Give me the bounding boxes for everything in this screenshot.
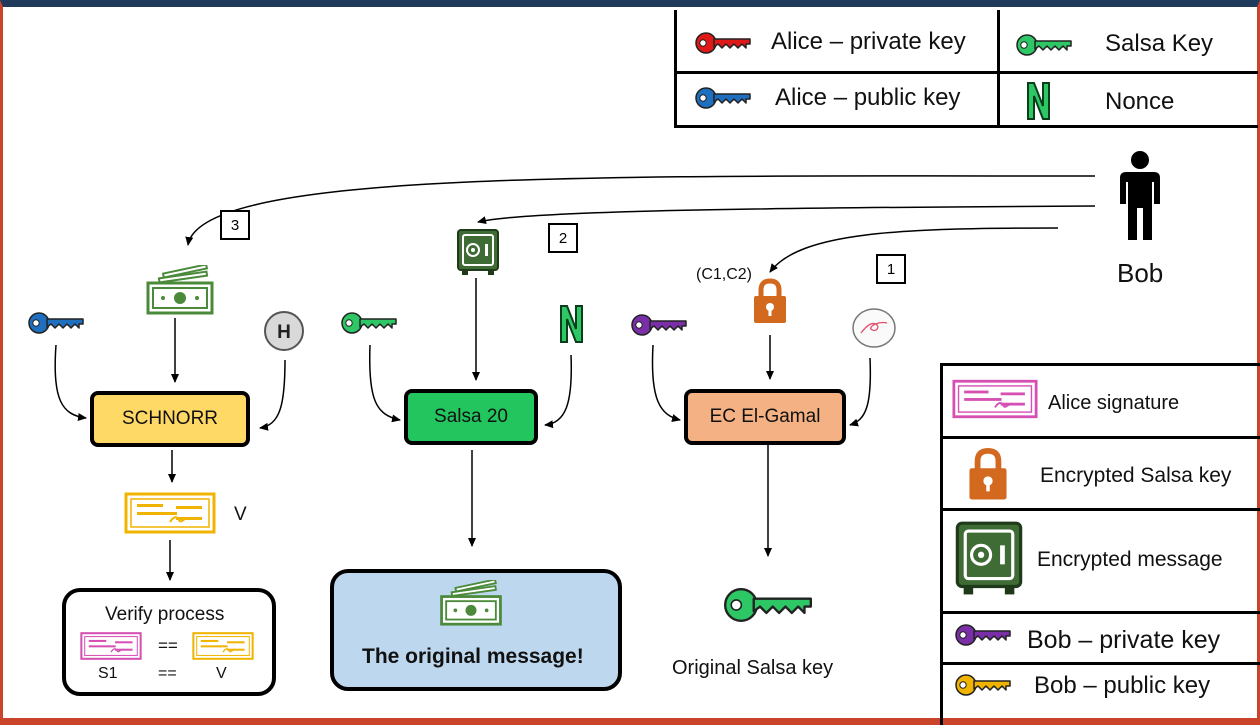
arrow-nonce-to-salsa20: [544, 354, 573, 429]
money-icon: [440, 580, 502, 626]
curve-icon: [852, 308, 896, 348]
key-icon: [695, 32, 751, 54]
legend-right-divider: [940, 662, 1260, 665]
safe-icon: [955, 521, 1023, 595]
nonce-n-icon: [1027, 82, 1050, 120]
signature-icon: [124, 492, 216, 534]
arrow-bob-to-elgamal: [769, 227, 1059, 273]
key-icon: [631, 314, 687, 336]
arrow-bob-to-salsa20: [477, 205, 1096, 225]
legend-top-divider-v: [997, 10, 1000, 128]
lock-icon: [754, 278, 786, 323]
legend-salsa-key-label: Salsa Key: [1105, 30, 1214, 57]
legend-bob-public-label: Bob – public key: [1034, 672, 1211, 699]
verify-eq-bottom: ==: [158, 665, 177, 682]
verify-eq-top: ==: [158, 636, 178, 655]
elgamal-process: EC El-Gamal: [684, 389, 846, 445]
person-icon: [1120, 151, 1160, 240]
c1c2-label: (C1,C2): [696, 266, 753, 283]
legend-right: [940, 363, 1260, 725]
legend-top-divider-h: [674, 71, 1258, 74]
arrow-salsa-key-to-salsa20: [368, 344, 401, 423]
legend-alice-signature-label: Alice signature: [1048, 392, 1180, 414]
schnorr-process: SCHNORR: [90, 391, 250, 447]
nonce-n-icon: [560, 305, 583, 343]
key-icon: [955, 674, 1011, 696]
legend-alice-private-label: Alice – private key: [771, 28, 966, 55]
signature-icon: [80, 632, 142, 660]
legend-top: [674, 10, 1258, 128]
safe-icon: [457, 229, 499, 275]
arrow-bob-priv-to-elgamal: [651, 344, 681, 422]
legend-nonce-label: Nonce: [1105, 88, 1175, 115]
legend-right-divider: [940, 508, 1260, 511]
actor-name: Bob: [1117, 258, 1164, 288]
verify-v: V: [216, 665, 227, 682]
salsa20-process: Salsa 20: [404, 389, 538, 445]
arrow-curve-to-elgamal: [849, 357, 872, 427]
key-icon: [1016, 34, 1072, 56]
arrow-hash-to-schnorr: [259, 359, 286, 431]
signature-icon: [952, 379, 1038, 419]
step-3-badge: 3: [220, 210, 250, 240]
verify-s1: S1: [98, 665, 118, 682]
arrow-alice-pub-to-schnorr: [54, 344, 87, 421]
money-icon: [146, 265, 214, 315]
original-salsa-key-label: Original Salsa key: [672, 657, 834, 679]
arrow-bob-to-schnorr: [185, 175, 1096, 246]
hash-h-label: H: [277, 322, 291, 343]
hash-h-icon: H: [264, 311, 304, 351]
legend-bob-private-label: Bob – private key: [1027, 626, 1221, 654]
legend-alice-public-label: Alice – public key: [775, 84, 961, 111]
signature-icon: [192, 632, 254, 660]
key-icon: [695, 87, 751, 109]
key-icon: [955, 624, 1011, 646]
key-icon: [341, 312, 397, 334]
legend-encrypted-message-label: Encrypted message: [1037, 548, 1223, 571]
legend-encrypted-salsa-key-label: Encrypted Salsa key: [1040, 464, 1232, 487]
v-label: V: [234, 504, 247, 525]
verify-process-box: [62, 588, 276, 696]
key-icon: [723, 587, 813, 623]
legend-right-divider: [940, 611, 1260, 614]
legend-right-divider: [940, 436, 1260, 439]
key-icon: [28, 312, 84, 334]
step-1-badge: 1: [876, 254, 906, 284]
step-2-badge: 2: [548, 223, 578, 253]
original-message-label: The original message!: [362, 645, 584, 668]
verify-title: Verify process: [105, 604, 225, 625]
lock-icon: [969, 447, 1007, 500]
